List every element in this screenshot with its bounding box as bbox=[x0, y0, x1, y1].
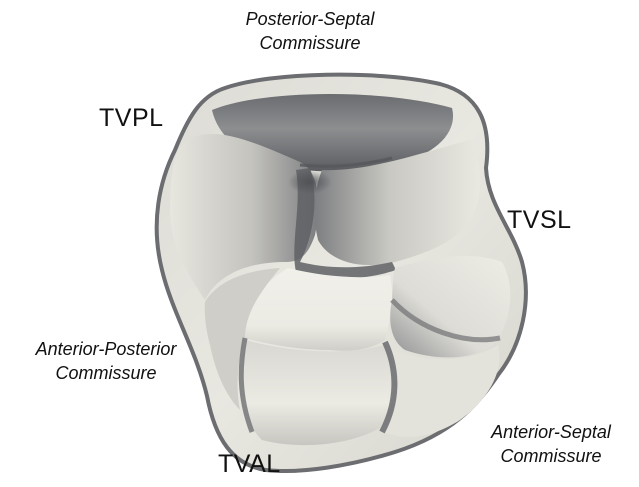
label-anterior-septal-line1: Anterior-Septal bbox=[466, 420, 636, 444]
label-anterior-posterior-line1: Anterior-Posterior bbox=[6, 337, 206, 361]
label-posterior-septal-commissure: Posterior-Septal Commissure bbox=[225, 7, 395, 55]
label-tvpl: TVPL bbox=[99, 104, 164, 133]
central-shadow bbox=[288, 170, 332, 194]
anterior-leaflet-bottom bbox=[241, 340, 395, 445]
label-posterior-septal-line1: Posterior-Septal bbox=[225, 7, 395, 31]
label-anterior-septal-line2: Commissure bbox=[466, 444, 636, 468]
label-tvsl: TVSL bbox=[507, 206, 572, 235]
label-anterior-posterior-commissure: Anterior-Posterior Commissure bbox=[6, 337, 206, 385]
label-anterior-posterior-line2: Commissure bbox=[6, 361, 206, 385]
label-anterior-septal-commissure: Anterior-Septal Commissure bbox=[466, 420, 636, 468]
label-tval: TVAL bbox=[218, 450, 281, 479]
label-posterior-septal-line2: Commissure bbox=[225, 31, 395, 55]
septal-leaflet-lower bbox=[390, 256, 510, 357]
